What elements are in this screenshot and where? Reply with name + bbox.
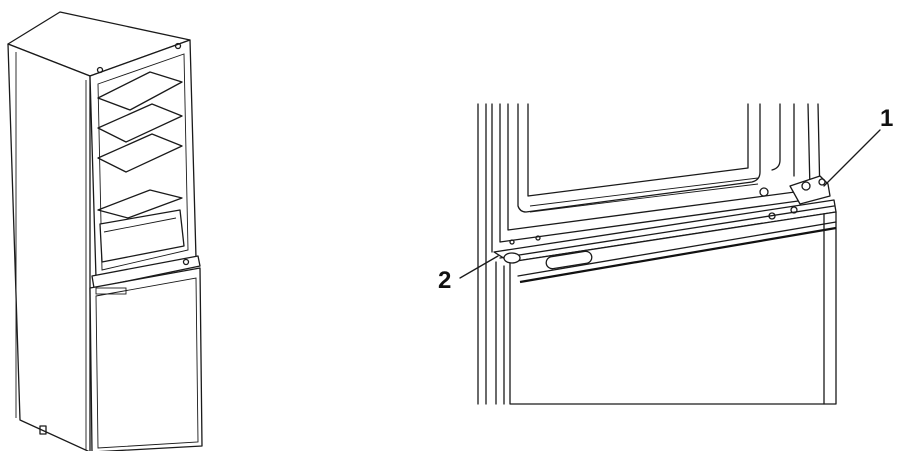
callout-leader-1 (823, 129, 881, 187)
shelf-1 (97, 71, 183, 111)
compartment-inner (97, 53, 189, 271)
shelf-3 (97, 133, 183, 173)
door-gasket-outer (517, 103, 761, 213)
hinge-pin-left (96, 66, 104, 74)
foot-left (39, 425, 47, 435)
freezer-door (89, 267, 203, 451)
freezer-handle (95, 287, 127, 295)
gasket-rail-2 (529, 183, 759, 213)
callout-leader-2 (459, 255, 499, 279)
upper-door-frame-inner (507, 103, 811, 231)
middle-plate-line (499, 205, 835, 259)
shelf-2 (97, 103, 183, 143)
callout-label-2: 2 (438, 267, 451, 294)
hinge-pin-right (174, 42, 182, 50)
lower-door (509, 211, 837, 405)
hinge-screw-b (759, 187, 769, 197)
fridge-freezer-open-door-icon (7, 11, 203, 451)
door-gasket-inner (527, 103, 749, 197)
drawer-lip (103, 217, 177, 233)
freezer-door-inner (95, 277, 199, 449)
lower-door-top-edge (519, 226, 837, 284)
gasket-rail-1 (529, 177, 759, 207)
callout-label-1: 1 (880, 105, 893, 132)
middle-hinge-bar (91, 255, 201, 289)
screw-hole-2 (790, 206, 798, 214)
screw-hole-1 (768, 212, 776, 220)
hole-left-2 (535, 235, 541, 241)
hole-left-1 (509, 239, 515, 245)
hinge-pin (818, 178, 826, 186)
upper-door-frame (499, 103, 821, 243)
hinge-bracket (789, 175, 831, 205)
shelf-4 (97, 189, 183, 219)
crisper-drawer (99, 209, 185, 263)
door-hinge-detail-icon (459, 103, 881, 405)
middle-hinge-pin (182, 258, 190, 266)
cabinet-side (7, 43, 91, 451)
lower-door-top-edge-2 (517, 221, 837, 277)
hinge-screw-a (801, 181, 811, 191)
hinge-cover (503, 252, 521, 264)
door-handle-recess (545, 250, 593, 270)
gasket-right-edge (771, 103, 781, 171)
